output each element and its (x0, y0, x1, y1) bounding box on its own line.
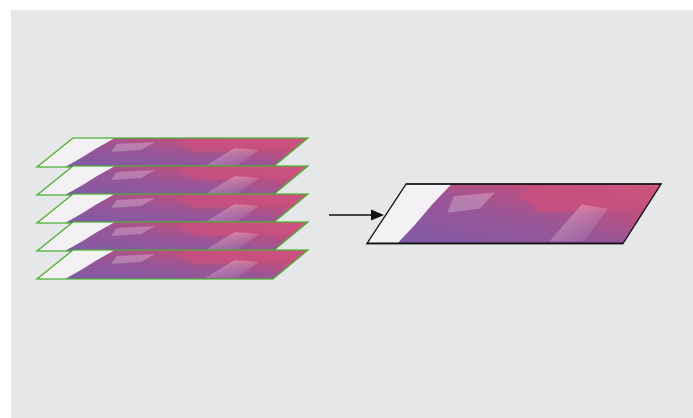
diagram-canvas (11, 10, 693, 418)
merged-slice (365, 183, 663, 245)
stack-slice (35, 221, 310, 252)
stack-slice (35, 193, 310, 224)
slice-stack (35, 137, 310, 280)
stack-slice (35, 249, 310, 280)
stack-slice (35, 165, 310, 196)
stack-merge-diagram (11, 10, 693, 418)
arrow-right-icon (329, 209, 384, 221)
stack-slice (35, 137, 310, 168)
